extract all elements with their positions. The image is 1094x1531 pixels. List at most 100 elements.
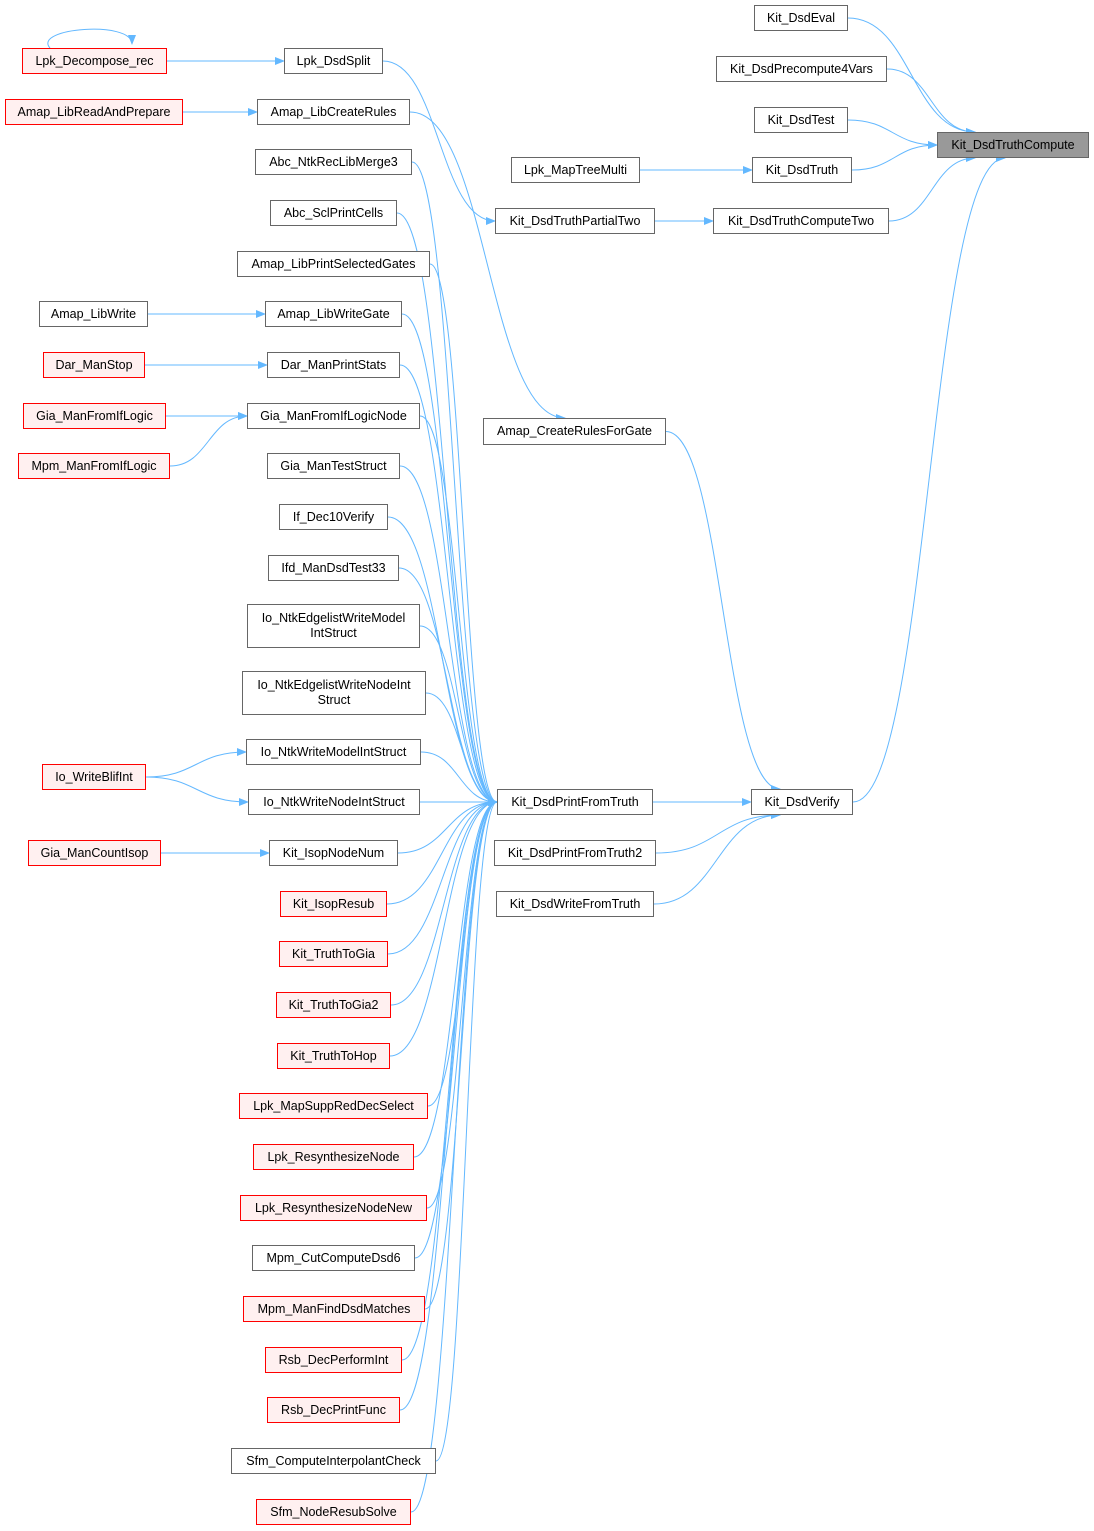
node-amap-lib-print-selected-gates[interactable]: Amap_LibPrintSelectedGates xyxy=(237,251,430,277)
node-lpk-dsd-split[interactable]: Lpk_DsdSplit xyxy=(284,48,383,74)
node-label: Amap_LibWrite xyxy=(50,306,137,321)
node-label: Kit_DsdTruthCompute xyxy=(951,137,1075,152)
node-io-ntk-edgelist-write-model-int-struct[interactable]: Io_NtkEdgelistWriteModel IntStruct xyxy=(247,604,420,648)
node-kit-dsd-truth-partial-two[interactable]: Kit_DsdTruthPartialTwo xyxy=(495,208,655,234)
edge-kit-dsd-eval-to-kit-dsd-truth-compute xyxy=(847,17,976,136)
node-ifd-man-dsd-test33[interactable]: Ifd_ManDsdTest33 xyxy=(268,555,399,581)
node-amap-lib-create-rules[interactable]: Amap_LibCreateRules xyxy=(257,99,410,125)
node-label: Kit_DsdTruthPartialTwo xyxy=(509,213,641,228)
edge-rsb-dec-print-func-to-kit-dsd-print-from-truth xyxy=(399,798,498,1411)
node-dar-man-stop[interactable]: Dar_ManStop xyxy=(43,352,145,378)
edge-kit-dsd-print-from-truth2-to-kit-dsd-verify xyxy=(655,811,781,854)
node-label: Kit_DsdPrintFromTruth2 xyxy=(507,845,643,860)
edge-amap-lib-print-selected-gates-to-kit-dsd-print-from-truth xyxy=(429,263,498,806)
edge-sfm-compute-interpolant-check-to-kit-dsd-print-from-truth xyxy=(435,798,498,1462)
edge-mpm-man-from-if-logic-to-gia-man-from-if-logic-node xyxy=(169,412,248,467)
node-amap-create-rules-for-gate[interactable]: Amap_CreateRulesForGate xyxy=(483,418,666,445)
node-lpk-resynthesize-node-new[interactable]: Lpk_ResynthesizeNodeNew xyxy=(240,1195,427,1221)
node-kit-dsd-verify[interactable]: Kit_DsdVerify xyxy=(751,789,853,815)
node-label: Abc_NtkRecLibMerge3 xyxy=(269,154,398,169)
node-lpk-map-supp-red-dec-select[interactable]: Lpk_MapSuppRedDecSelect xyxy=(239,1093,428,1119)
node-mpm-man-find-dsd-matches[interactable]: Mpm_ManFindDsdMatches xyxy=(243,1296,425,1322)
node-label: Gia_ManFromIfLogic xyxy=(36,408,153,423)
node-if-dec10-verify[interactable]: If_Dec10Verify xyxy=(279,504,388,530)
node-gia-man-from-if-logic-node[interactable]: Gia_ManFromIfLogicNode xyxy=(247,403,420,429)
node-label: Lpk_Decompose_rec xyxy=(35,53,154,68)
node-kit-dsd-write-from-truth[interactable]: Kit_DsdWriteFromTruth xyxy=(496,891,654,917)
node-label: Abc_SclPrintCells xyxy=(283,205,384,220)
node-lpk-decompose-rec[interactable]: Lpk_Decompose_rec xyxy=(22,48,167,74)
node-io-ntk-edgelist-write-node-int-struct[interactable]: Io_NtkEdgelistWriteNodeInt Struct xyxy=(242,671,426,715)
edge-kit-dsd-truth-to-kit-dsd-truth-compute xyxy=(851,141,938,171)
edge-mpm-man-find-dsd-matches-to-kit-dsd-print-from-truth xyxy=(424,798,498,1310)
node-label: Amap_LibWriteGate xyxy=(277,306,390,321)
node-sfm-compute-interpolant-check[interactable]: Sfm_ComputeInterpolantCheck xyxy=(231,1448,436,1474)
node-mpm-cut-compute-dsd6[interactable]: Mpm_CutComputeDsd6 xyxy=(252,1245,415,1271)
node-label: Kit_DsdPrintFromTruth xyxy=(511,794,639,809)
node-label: Kit_DsdEval xyxy=(766,10,836,25)
node-kit-dsd-truth-compute[interactable]: Kit_DsdTruthCompute xyxy=(937,132,1089,158)
node-rsb-dec-print-func[interactable]: Rsb_DecPrintFunc xyxy=(267,1397,400,1423)
node-label: Dar_ManPrintStats xyxy=(280,357,387,372)
node-io-ntk-write-node-int-struct[interactable]: Io_NtkWriteNodeIntStruct xyxy=(248,789,420,815)
edge-lpk-resynthesize-node-new-to-kit-dsd-print-from-truth xyxy=(426,798,498,1209)
node-label: Lpk_DsdSplit xyxy=(296,53,371,68)
node-lpk-resynthesize-node[interactable]: Lpk_ResynthesizeNode xyxy=(253,1144,414,1170)
node-label: Kit_IsopNodeNum xyxy=(282,845,385,860)
edge-kit-dsd-verify-to-kit-dsd-truth-compute xyxy=(852,154,1006,803)
node-label: Gia_ManTestStruct xyxy=(280,458,387,473)
node-sfm-node-resub-solve[interactable]: Sfm_NodeResubSolve xyxy=(256,1499,411,1525)
node-label: Io_NtkEdgelistWriteNodeInt Struct xyxy=(257,678,411,707)
edge-kit-dsd-write-from-truth-to-kit-dsd-verify xyxy=(653,811,781,905)
node-label: Rsb_DecPerformInt xyxy=(278,1352,389,1367)
node-label: Kit_IsopResub xyxy=(292,896,375,911)
edge-sfm-node-resub-solve-to-kit-dsd-print-from-truth xyxy=(410,798,498,1513)
edge-lpk-resynthesize-node-to-kit-dsd-print-from-truth xyxy=(413,798,498,1158)
node-abc-scl-print-cells[interactable]: Abc_SclPrintCells xyxy=(270,200,397,226)
node-label: Sfm_NodeResubSolve xyxy=(270,1504,397,1519)
node-label: Amap_CreateRulesForGate xyxy=(497,424,652,438)
node-lpk-map-tree-multi[interactable]: Lpk_MapTreeMulti xyxy=(511,157,640,183)
node-dar-man-print-stats[interactable]: Dar_ManPrintStats xyxy=(267,352,400,378)
node-kit-dsd-truth[interactable]: Kit_DsdTruth xyxy=(752,157,852,183)
node-kit-dsd-precompute4-vars[interactable]: Kit_DsdPrecompute4Vars xyxy=(716,56,887,82)
node-gia-man-from-if-logic[interactable]: Gia_ManFromIfLogic xyxy=(23,403,166,429)
edge-rsb-dec-perform-int-to-kit-dsd-print-from-truth xyxy=(401,798,498,1361)
node-amap-lib-read-and-prepare[interactable]: Amap_LibReadAndPrepare xyxy=(5,99,183,125)
node-kit-truth-to-gia2[interactable]: Kit_TruthToGia2 xyxy=(276,992,391,1018)
edge-kit-dsd-test-to-kit-dsd-truth-compute xyxy=(847,119,938,149)
node-label: Amap_LibCreateRules xyxy=(270,104,397,119)
node-kit-truth-to-gia[interactable]: Kit_TruthToGia xyxy=(279,941,388,967)
node-label: Kit_DsdWriteFromTruth xyxy=(509,896,641,911)
node-gia-man-count-isop[interactable]: Gia_ManCountIsop xyxy=(28,840,161,866)
node-kit-dsd-truth-compute-two[interactable]: Kit_DsdTruthComputeTwo xyxy=(713,208,889,234)
node-kit-dsd-print-from-truth2[interactable]: Kit_DsdPrintFromTruth2 xyxy=(494,840,656,866)
node-kit-dsd-print-from-truth[interactable]: Kit_DsdPrintFromTruth xyxy=(497,789,653,815)
node-mpm-man-from-if-logic[interactable]: Mpm_ManFromIfLogic xyxy=(18,453,170,479)
edge-kit-truth-to-gia-to-kit-dsd-print-from-truth xyxy=(387,798,498,955)
edge-amap-lib-create-rules-to-amap-create-rules-for-gate xyxy=(409,111,566,422)
node-kit-isop-resub[interactable]: Kit_IsopResub xyxy=(280,891,387,917)
node-kit-isop-node-num[interactable]: Kit_IsopNodeNum xyxy=(269,840,398,866)
edge-mpm-cut-compute-dsd6-to-kit-dsd-print-from-truth xyxy=(414,798,498,1259)
node-label: Io_WriteBlifInt xyxy=(55,769,133,784)
node-kit-dsd-test[interactable]: Kit_DsdTest xyxy=(754,107,848,133)
node-kit-truth-to-hop[interactable]: Kit_TruthToHop xyxy=(277,1043,390,1069)
node-kit-dsd-eval[interactable]: Kit_DsdEval xyxy=(754,5,848,31)
edge-kit-truth-to-gia2-to-kit-dsd-print-from-truth xyxy=(390,798,498,1006)
edge-io-ntk-edgelist-write-model-int-struct-to-kit-dsd-print-from-truth xyxy=(419,625,498,806)
node-label: Kit_TruthToHop xyxy=(290,1048,377,1063)
node-io-ntk-write-model-int-struct[interactable]: Io_NtkWriteModelIntStruct xyxy=(246,739,421,765)
edge-ifd-man-dsd-test33-to-kit-dsd-print-from-truth xyxy=(398,567,498,806)
node-amap-lib-write-gate[interactable]: Amap_LibWriteGate xyxy=(265,301,402,327)
node-label: Kit_DsdTruthComputeTwo xyxy=(727,213,875,228)
node-io-write-blif-int[interactable]: Io_WriteBlifInt xyxy=(42,764,146,790)
node-abc-ntk-rec-lib-merge3[interactable]: Abc_NtkRecLibMerge3 xyxy=(255,149,412,175)
node-label: Kit_TruthToGia2 xyxy=(288,997,379,1012)
node-amap-lib-write[interactable]: Amap_LibWrite xyxy=(39,301,148,327)
node-label: Lpk_ResynthesizeNode xyxy=(267,1149,400,1164)
edge-kit-truth-to-hop-to-kit-dsd-print-from-truth xyxy=(389,798,498,1057)
node-rsb-dec-perform-int[interactable]: Rsb_DecPerformInt xyxy=(265,1347,402,1373)
node-gia-man-test-struct[interactable]: Gia_ManTestStruct xyxy=(267,453,400,479)
